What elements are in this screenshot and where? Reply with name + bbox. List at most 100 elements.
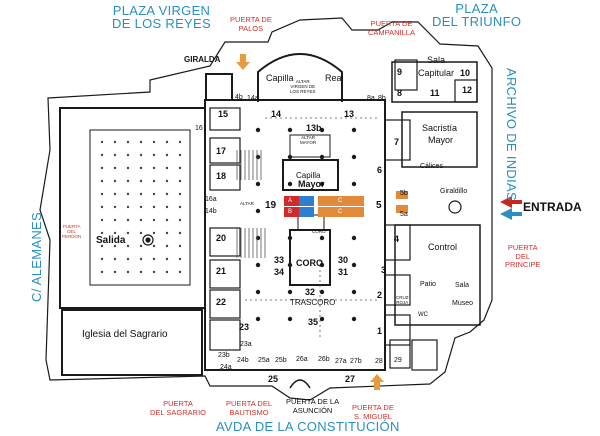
- palos-door-arrow: [236, 54, 250, 70]
- pillar: [319, 316, 325, 322]
- room-1: 1: [377, 326, 383, 336]
- salida-label: Salida: [96, 235, 126, 246]
- street-plaza-virgen: PLAZA VIRGEN DE LOS REYES: [112, 3, 211, 31]
- cloister-tree: [165, 140, 169, 144]
- room-32: 32: [305, 287, 316, 297]
- route-block-c-lower: [318, 207, 364, 217]
- cloister-tree: [113, 257, 117, 261]
- room-30: 30: [338, 255, 349, 265]
- cloister-tree: [113, 218, 117, 222]
- room-17: 17: [216, 146, 227, 156]
- capilla-real-label-2: Real: [325, 73, 344, 83]
- room-23a: 23a: [240, 341, 252, 348]
- coro-small-label: CORO: [312, 229, 326, 234]
- room-4: 4: [394, 234, 400, 244]
- room-18: 18: [216, 171, 227, 181]
- entrada-label: ENTRADA: [523, 200, 582, 214]
- cloister-tree: [165, 192, 169, 196]
- cloister-tree: [178, 244, 182, 248]
- cloister-tree: [126, 153, 130, 157]
- giraldillo-label: Giraldillo: [440, 188, 468, 195]
- room-13: 13: [344, 109, 355, 119]
- pillar: [287, 127, 293, 133]
- cloister-tree: [126, 166, 130, 170]
- entrance-arrow-blue: [500, 208, 522, 220]
- cloister-tree: [100, 231, 104, 235]
- pillar: [255, 262, 261, 268]
- room-12: 12: [462, 85, 473, 95]
- cloister-tree: [139, 218, 143, 222]
- cloister-tree: [126, 205, 130, 209]
- cloister-tree: [126, 257, 130, 261]
- pillar: [351, 235, 357, 241]
- pillar: [255, 127, 261, 133]
- cloister-tree: [178, 270, 182, 274]
- room-34: 34: [274, 267, 285, 277]
- cloister-tree: [139, 192, 143, 196]
- room-14b: 14b: [205, 208, 217, 215]
- cloister-tree: [113, 231, 117, 235]
- pillar: [319, 154, 325, 160]
- pillar: [255, 289, 261, 295]
- pillar: [351, 289, 357, 295]
- room-25: 25: [268, 374, 279, 384]
- route-block-b-blue: [299, 207, 314, 217]
- cloister-tree: [100, 140, 104, 144]
- room-14a: 14a: [247, 95, 259, 102]
- cloister-tree: [178, 192, 182, 196]
- sacristia-label-2: Mayor: [428, 135, 454, 145]
- pillar: [319, 181, 325, 187]
- street-alemanes: C/ ALEMANES: [29, 212, 44, 302]
- cloister-tree: [126, 179, 130, 183]
- room-7: 7: [394, 137, 400, 147]
- cloister-tree: [139, 179, 143, 183]
- room-11: 11: [430, 88, 440, 98]
- room-27: 27: [345, 374, 356, 384]
- cloister-tree: [165, 231, 169, 235]
- cloister-tree: [113, 166, 117, 170]
- cloister-tree: [152, 153, 156, 157]
- pillar: [287, 235, 293, 241]
- cloister-tree: [165, 179, 169, 183]
- cloister-tree: [100, 153, 104, 157]
- cloister-tree: [113, 153, 117, 157]
- cloister-tree: [152, 192, 156, 196]
- cloister-tree: [152, 205, 156, 209]
- coro-label: CORO: [296, 258, 323, 268]
- room-16: 16: [195, 125, 203, 132]
- room-27a: 27a: [335, 358, 347, 365]
- pillar: [287, 181, 293, 187]
- choir-upper: [297, 214, 325, 231]
- cloister-tree: [100, 244, 104, 248]
- room-27b: 27b: [350, 358, 362, 365]
- cloister-tree: [113, 244, 117, 248]
- pillar: [319, 127, 325, 133]
- room-24b: 24b: [237, 357, 249, 364]
- cloister-tree: [178, 166, 182, 170]
- room-16a: 16a: [205, 196, 217, 203]
- sala-capitular-label-2: Capitular: [418, 68, 455, 78]
- capilla-real-label-1: Capilla: [266, 73, 294, 83]
- pillar: [287, 316, 293, 322]
- room-26b: 26b: [318, 356, 330, 363]
- cloister-tree: [178, 140, 182, 144]
- room-29: 29: [394, 357, 402, 364]
- iglesia-sagrario-label: Iglesia del Sagrario: [82, 329, 168, 340]
- altar-mayor-area: [289, 134, 331, 158]
- cloister-tree: [178, 231, 182, 235]
- miguel-door-arrow: [370, 374, 384, 390]
- street-archivo-indias: ARCHIVO DE INDIAS: [504, 68, 519, 201]
- cloister-tree: [152, 257, 156, 261]
- pillar: [319, 262, 325, 268]
- cloister-tree: [139, 140, 143, 144]
- sacristia-label-1: Sacristía: [422, 123, 458, 133]
- cloister-tree: [165, 270, 169, 274]
- sala-capitular-label-1: Sala: [427, 55, 446, 65]
- cloister-tree: [126, 218, 130, 222]
- pillar: [287, 289, 293, 295]
- cloister-tree: [139, 166, 143, 170]
